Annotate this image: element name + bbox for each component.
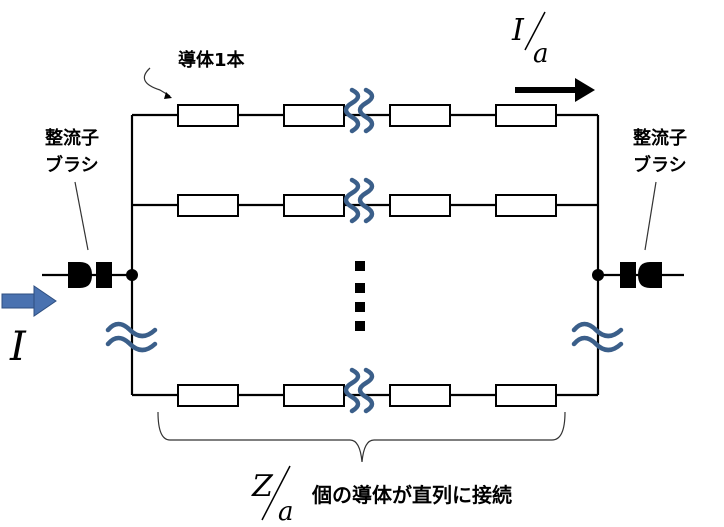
conductor-resistor [177, 194, 239, 217]
conductor-resistor [283, 104, 345, 127]
left-brush-icon [68, 262, 112, 288]
left-commutator-label-1: 整流子 [44, 127, 99, 149]
right-commutator-label-2: ブラシ [633, 154, 687, 176]
series-count-numerator: Z [251, 469, 274, 504]
conductor-pointer-head [164, 92, 172, 99]
break-wave-icon [357, 177, 375, 224]
branch-1 [132, 87, 598, 134]
break-wave-icon [343, 177, 361, 224]
conductor-resistor [389, 384, 451, 407]
break-wave-icon [357, 87, 375, 134]
conductor-resistor [495, 384, 557, 407]
branch-current-arrow-head [575, 78, 595, 102]
conductor-resistor [389, 104, 451, 127]
input-current-arrow-icon [1, 285, 57, 317]
branch-3 [132, 367, 598, 414]
right-bus-break-icon [571, 335, 624, 353]
conductor-resistor [495, 194, 557, 217]
conductor-resistor [177, 384, 239, 407]
series-count-text: 個の導体が直列に接続 [311, 483, 512, 507]
right-bus-break-icon [571, 321, 624, 339]
left-bus-break-icon [105, 321, 158, 339]
conductor-resistor [495, 104, 557, 127]
series-brace [157, 411, 566, 463]
conductor-resistor [389, 194, 451, 217]
series-count-denominator: a [278, 497, 294, 527]
conductor-resistor [177, 104, 239, 127]
series-count-slash [261, 465, 291, 521]
branch-2 [132, 177, 598, 224]
right-junction-dot [592, 269, 604, 281]
right-brush-icon [620, 262, 662, 288]
vertical-ellipsis [355, 261, 365, 331]
input-current-label: I [9, 324, 27, 370]
break-wave-icon [343, 367, 361, 414]
break-wave-icon [343, 87, 361, 134]
left-commutator-label-2: ブラシ [45, 154, 99, 176]
break-wave-icon [357, 367, 375, 414]
conductor-resistor [283, 384, 345, 407]
right-brush-pointer [644, 181, 657, 251]
left-brush-pointer [74, 181, 89, 251]
branch-current-slash [524, 11, 546, 51]
conductor-one-label: 導体1本 [178, 49, 245, 71]
left-bus-break-icon [105, 335, 158, 353]
conductor-pointer [143, 67, 171, 97]
branch-current-denominator: a [533, 39, 549, 69]
right-commutator-label-1: 整流子 [632, 127, 687, 149]
branch-current-numerator: I [511, 13, 525, 48]
conductor-resistor [283, 194, 345, 217]
left-junction-dot [126, 269, 138, 281]
